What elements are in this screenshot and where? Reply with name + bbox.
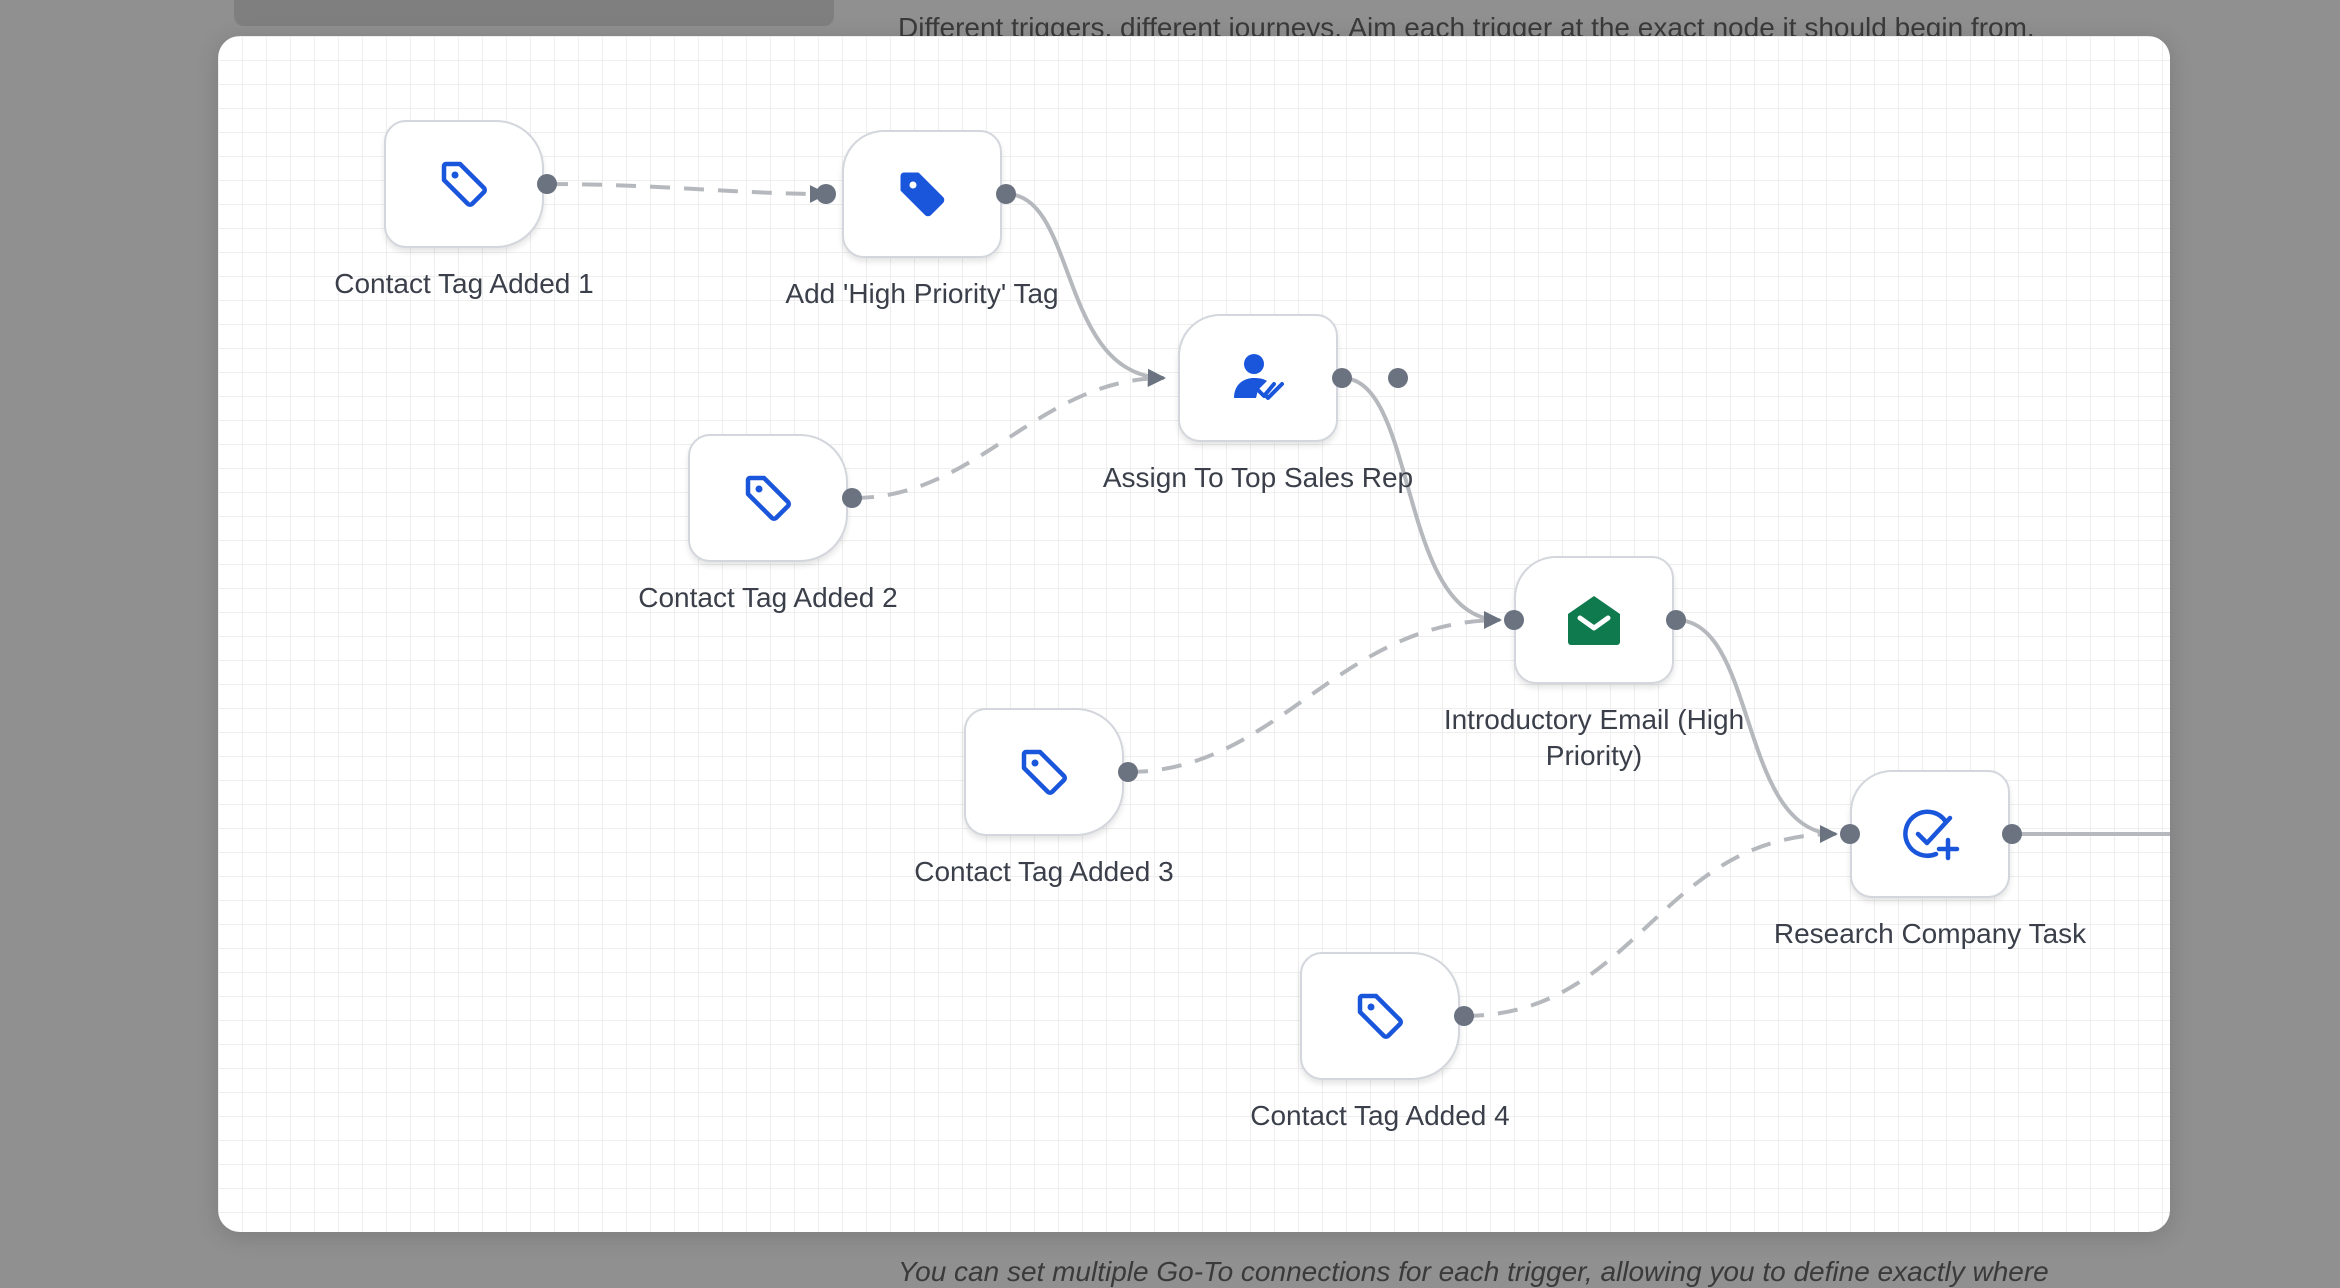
background-description-bottom: You can set multiple Go-To connections f… xyxy=(898,1256,2049,1287)
output-port[interactable] xyxy=(1666,610,1686,630)
output-port[interactable] xyxy=(1454,1006,1474,1026)
tag-outline-icon xyxy=(1357,993,1403,1039)
node-label: Add 'High Priority' Tag xyxy=(785,278,1059,309)
tag-outline-icon xyxy=(745,475,791,521)
output-port[interactable] xyxy=(996,184,1016,204)
edge-trigger4-to-task xyxy=(1463,825,1838,1018)
user-check-icon xyxy=(1234,354,1284,400)
workflow-edges xyxy=(547,182,2170,1018)
output-port[interactable] xyxy=(1332,368,1352,388)
node-label: Contact Tag Added 1 xyxy=(334,268,594,299)
trigger-node-contact-tag-added-2[interactable] xyxy=(688,434,848,562)
input-port[interactable] xyxy=(816,184,836,204)
task-add-icon xyxy=(1903,809,1960,861)
trigger-node-contact-tag-added-3[interactable] xyxy=(964,708,1124,836)
node-label: Introductory Email (High Priority) xyxy=(1443,704,1745,771)
input-port[interactable] xyxy=(1840,824,1860,844)
trigger-node-contact-tag-added-4[interactable] xyxy=(1300,952,1460,1080)
edge-add-tag-to-assign xyxy=(1005,192,1166,387)
tag-filled-icon xyxy=(900,172,945,217)
action-node-assign-to-top-sales-rep[interactable] xyxy=(1178,314,1338,442)
action-node-research-company-task[interactable] xyxy=(1850,770,2010,898)
edge-trigger3-to-email xyxy=(1127,611,1502,774)
input-port[interactable] xyxy=(1388,368,1408,388)
action-node-introductory-email[interactable] xyxy=(1514,556,1674,684)
node-label: Research Company Task xyxy=(1773,918,2087,949)
input-port[interactable] xyxy=(1504,610,1524,630)
edge-assign-to-email xyxy=(1341,376,1502,629)
edge-trigger1-to-add-tag xyxy=(547,182,828,203)
output-port[interactable] xyxy=(537,174,557,194)
edge-trigger2-to-assign xyxy=(853,369,1166,500)
tag-outline-icon xyxy=(1021,749,1067,795)
output-port[interactable] xyxy=(842,488,862,508)
tag-outline-icon xyxy=(441,161,487,207)
node-label: Contact Tag Added 2 xyxy=(638,582,898,613)
output-port[interactable] xyxy=(2002,824,2022,844)
action-node-add-high-priority-tag[interactable] xyxy=(842,130,1002,258)
background-panel xyxy=(234,0,834,26)
edge-email-to-task xyxy=(1675,618,1838,843)
node-label: Contact Tag Added 4 xyxy=(1250,1100,1510,1131)
email-open-icon xyxy=(1568,596,1620,645)
output-port[interactable] xyxy=(1118,762,1138,782)
workflow-canvas-modal[interactable]: Contact Tag Added 1 Add 'High Priority' … xyxy=(218,36,2170,1232)
trigger-node-contact-tag-added-1[interactable] xyxy=(384,120,544,248)
node-label: Contact Tag Added 3 xyxy=(914,856,1174,887)
node-label: Assign To Top Sales Rep xyxy=(1102,462,1414,493)
